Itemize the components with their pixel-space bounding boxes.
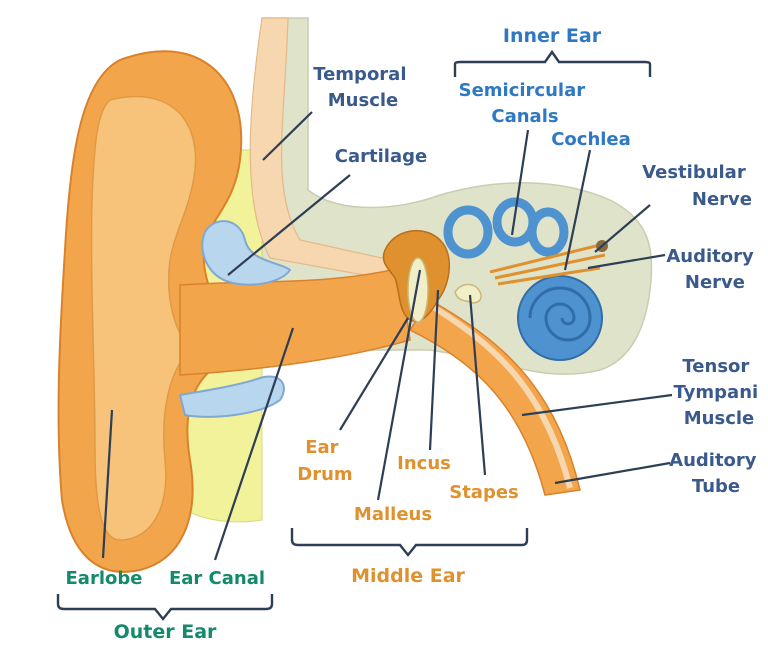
auditory-nerve-label: Auditory Nerve (666, 246, 760, 293)
lower-cartilage-blue (178, 375, 285, 418)
vestibular-nerve-fibers (489, 243, 606, 286)
semicircular-canals-shape (443, 197, 569, 259)
inner-ear-bracket (453, 49, 652, 77)
outer-ear-bracket (56, 594, 274, 621)
inner-ear-label: Inner Ear (503, 25, 602, 47)
middle-ear-bracket (290, 528, 529, 557)
stapes-label: Stapes (449, 482, 519, 503)
ear-drum-membrane (407, 257, 429, 323)
upper-cartilage-blue (201, 220, 292, 286)
ear-drum-label: Ear Drum (297, 437, 352, 485)
malleus-label: Malleus (354, 504, 432, 525)
vestibular-nerve-label: Vestibular Nerve (642, 162, 752, 210)
cochlea-label: Cochlea (551, 129, 631, 150)
middle-ear-label: Middle Ear (351, 565, 465, 587)
semicircular-canals-label: Semicircular Canals (459, 80, 592, 127)
auditory-tube-shape (408, 299, 581, 496)
temporal-muscle-label: Temporal Muscle (313, 64, 413, 111)
outer-ear-label: Outer Ear (114, 621, 217, 643)
leader-lines (101, 111, 673, 561)
ear-canal-tube (179, 267, 411, 376)
tensor-tympani-band (428, 302, 573, 489)
ear-canal-label: Ear Canal (169, 568, 265, 589)
stapes-bone (454, 283, 482, 304)
cartilage-label: Cartilage (335, 146, 427, 167)
pinna-inner-fold (90, 95, 197, 541)
cochlea-shape (517, 275, 603, 361)
incus-label: Incus (397, 453, 451, 474)
tensor-tympani-muscle-label: Tensor Tympani Muscle (674, 356, 765, 429)
earlobe-label: Earlobe (66, 568, 143, 589)
auditory-tube-label: Auditory Tube (669, 450, 763, 497)
